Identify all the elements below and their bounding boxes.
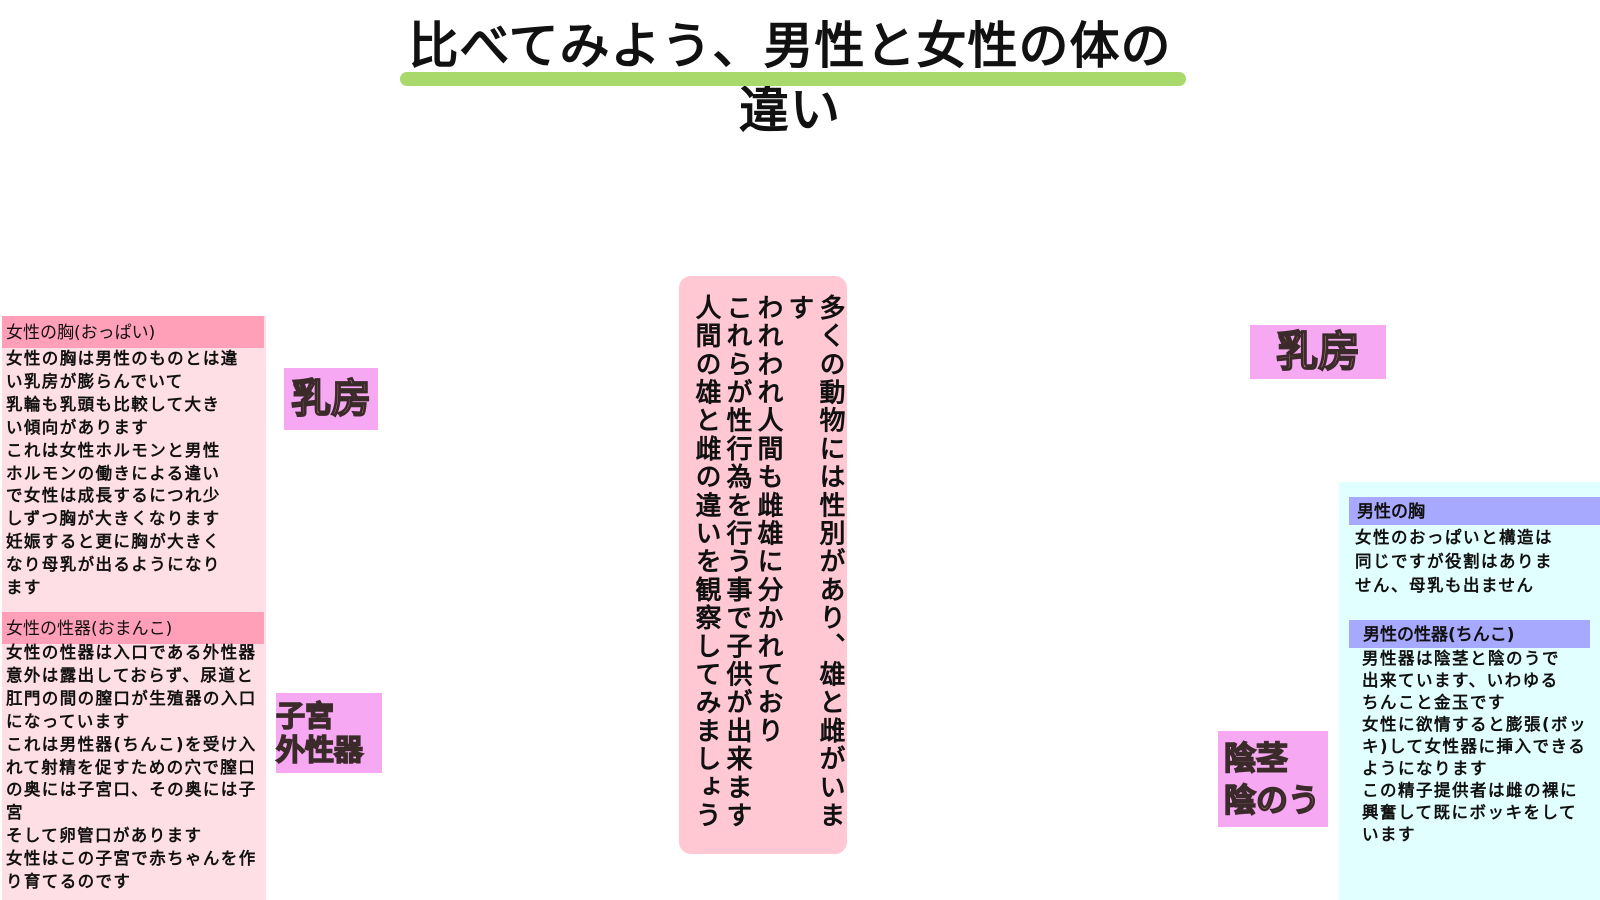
title-underline [400,72,1186,86]
female-genital-heading: 女性の性器(おまんこ) [2,612,264,644]
center-line-4: 人間の雄と雌の違いを観察してみましょう [691,294,721,830]
male-info-panel [1339,482,1600,900]
center-line-2: われわれ人間も雌雄に分かれており [753,294,783,746]
male-chest-heading: 男性の胸 [1349,497,1600,525]
tag-female-genital-line1: 子宮 [275,698,335,734]
center-intro-text: 多くの動物には性別があり、雄と雌がいます われわれ人間も雌雄に分かれており これ… [685,294,845,834]
male-genital-heading: 男性の性器(ちんこ) [1349,620,1590,648]
female-genital-text: 女性の性器は入口である外性器 意外は露出しておらず、尿道と 肛門の間の膣口が生殖… [6,643,257,892]
female-info-panel [2,316,266,900]
tag-male-genital: 陰茎 陰のう [1218,731,1328,827]
tag-female-breast: 乳房 [284,368,378,430]
female-breast-heading: 女性の胸(おっぱい) [2,316,264,348]
male-chest-text: 女性のおっぱいと構造は 同じですが役割はありま せん、母乳も出ません [1355,528,1553,595]
tag-female-genital: 子宮 外性器 [275,693,382,773]
tag-male-breast: 乳房 [1250,325,1386,379]
center-line-3: これらが性行為を行う事で子供が出来ます [722,294,752,830]
tag-male-genital-line2: 陰のう [1223,780,1321,820]
tag-female-genital-line2: 外性器 [275,732,364,768]
center-intro-box [679,276,847,854]
center-line-1: 多くの動物には性別があり、雄と雌がいます [784,294,845,830]
male-genital-text: 男性器は陰茎と陰のうで 出来ています、いわゆる ちんこと金玉です 女性に欲情する… [1362,649,1588,844]
female-breast-text: 女性の胸は男性のものとは違 い乳房が膨らんでいて 乳輪も乳頭も比較して大き い傾… [6,349,239,598]
page-title: 比べてみよう、男性と女性の体の違い [408,17,1172,139]
tag-male-genital-line1: 陰茎 [1223,738,1289,778]
